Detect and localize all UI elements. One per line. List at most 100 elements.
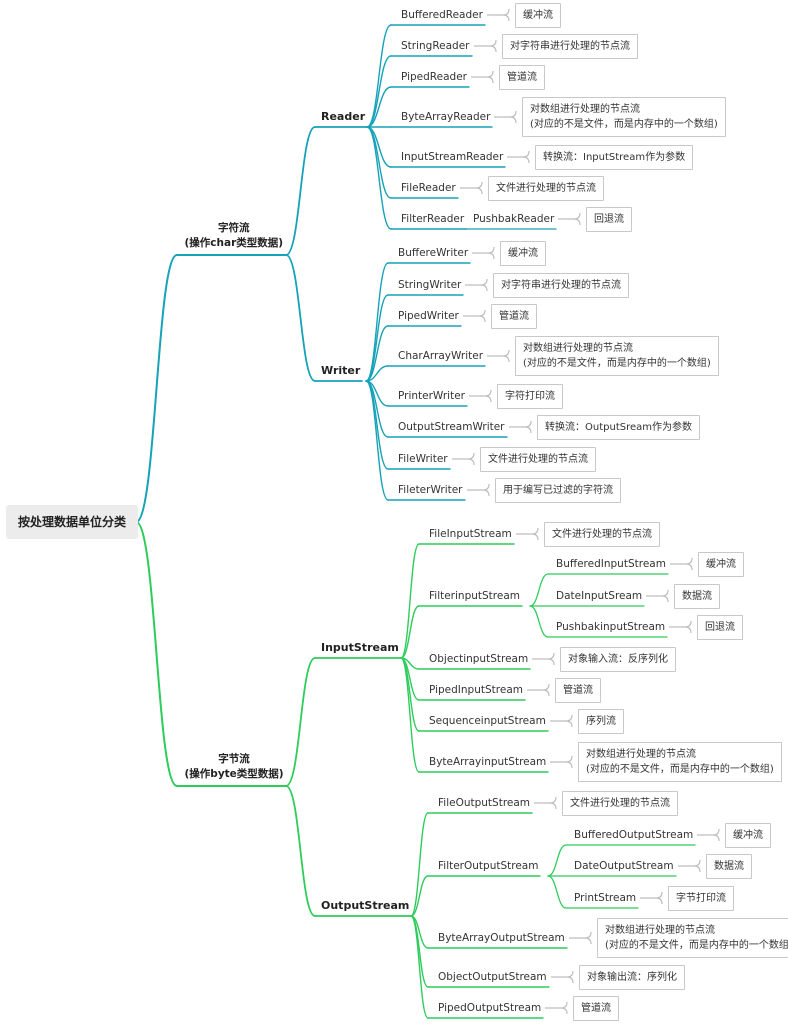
group-outputstream[interactable]: OutputStream [321, 899, 410, 912]
note-line: 管道流 [499, 310, 529, 322]
subitem-outputstream-1-0[interactable]: BufferedOutputStream [574, 829, 694, 841]
group-inputstream[interactable]: InputStream [321, 641, 399, 654]
note-line: 对象输入流：反序列化 [568, 653, 668, 665]
root-node[interactable]: 按处理数据单位分类 [6, 505, 139, 539]
note-line: 序列流 [586, 715, 616, 727]
note-writer-5: 转换流：OutputSream作为参数 [537, 414, 700, 440]
note-line: 对数组进行处理的节点流 [530, 104, 640, 115]
subitem-inputstream-1-2[interactable]: PushbakinputStream [556, 621, 666, 633]
note-line: 缓冲流 [508, 247, 538, 259]
note-line: 文件进行处理的节点流 [552, 528, 652, 540]
note-line: (对应的不是文件，而是内存中的一个数组) [605, 940, 788, 951]
note-outputstream-3: 对象输出流：序列化 [579, 964, 685, 990]
note-writer-0: 缓冲流 [500, 240, 546, 266]
item-reader-4[interactable]: InputStreamReader [401, 151, 504, 163]
note-line: 文件进行处理的节点流 [488, 453, 588, 465]
note-line: 对象输出流：序列化 [587, 971, 677, 983]
note-line: 回退流 [594, 213, 624, 225]
note-line: 转换流：OutputSream作为参数 [545, 421, 692, 433]
note-line: 字符打印流 [505, 390, 555, 402]
note-line: 管道流 [563, 684, 593, 696]
item-inputstream-2[interactable]: ObjectinputStream [429, 653, 529, 665]
note-line: (对应的不是文件，而是内存中的一个数组) [586, 764, 774, 775]
item-inputstream-3[interactable]: PipedInputStream [429, 684, 523, 696]
item-outputstream-4[interactable]: PipedOutputStream [438, 1002, 542, 1014]
note-line: 文件进行处理的节点流 [496, 182, 596, 194]
item-outputstream-1[interactable]: FilterOutputStream [438, 860, 539, 872]
subitem-inputstream-1-0[interactable]: BufferedInputStream [556, 558, 666, 570]
item-inputstream-1[interactable]: FilterinputStream [429, 590, 521, 602]
note-line: 回退流 [705, 621, 735, 633]
note-inputstream-0: 文件进行处理的节点流 [544, 521, 660, 547]
category-title: 字符流 [218, 222, 250, 234]
note-reader-4: 转换流：InputStream作为参数 [535, 144, 694, 170]
category-title: 字节流 [218, 753, 250, 765]
item-reader-2[interactable]: PipedReader [401, 71, 467, 83]
item-reader-6[interactable]: FilterReader [401, 213, 465, 225]
note-line: 缓冲流 [733, 829, 763, 841]
note-outputstream-4: 管道流 [573, 995, 619, 1021]
note-inputstream-4: 序列流 [578, 708, 624, 734]
item-writer-1[interactable]: StringWriter [398, 279, 462, 291]
note-line: 文件进行处理的节点流 [570, 797, 670, 809]
note-reader-1: 对字符串进行处理的节点流 [502, 33, 638, 59]
note-line: 用于编写已过滤的字符流 [503, 484, 613, 496]
item-writer-4[interactable]: PrinterWriter [398, 390, 465, 402]
item-inputstream-0[interactable]: FileInputStream [429, 528, 512, 540]
subitem-outputstream-1-1[interactable]: DateOutputStream [574, 860, 674, 872]
item-reader-0[interactable]: BufferedReader [401, 9, 483, 21]
item-outputstream-0[interactable]: FileOutputStream [438, 797, 531, 809]
note-writer-2: 管道流 [491, 303, 537, 329]
item-outputstream-3[interactable]: ObjectOutputStream [438, 971, 547, 983]
note-line: 缓冲流 [523, 9, 553, 21]
item-reader-1[interactable]: StringReader [401, 40, 470, 52]
note-inputstream-3: 管道流 [555, 677, 601, 703]
note-line: 数据流 [714, 860, 744, 872]
category-subtitle: (操作byte类型数据) [184, 768, 284, 780]
note-writer-1: 对字符串进行处理的节点流 [493, 272, 629, 298]
note-writer-4: 字符打印流 [497, 383, 563, 409]
group-writer[interactable]: Writer [321, 364, 361, 377]
note-line: (对应的不是文件，而是内存中的一个数组) [530, 119, 718, 130]
subitem-inputstream-1-1[interactable]: DateInputSream [556, 590, 643, 602]
note-inputstream-1-0: 缓冲流 [698, 551, 744, 577]
note-reader-6-0: 回退流 [586, 206, 632, 232]
item-inputstream-5[interactable]: ByteArrayinputStream [429, 756, 547, 768]
item-reader-5[interactable]: FileReader [401, 182, 456, 194]
item-reader-3[interactable]: ByteArrayReader [401, 111, 491, 123]
note-inputstream-1-2: 回退流 [697, 614, 743, 640]
item-writer-7[interactable]: FileterWriter [398, 484, 463, 496]
note-outputstream-1-0: 缓冲流 [725, 822, 771, 848]
note-inputstream-2: 对象输入流：反序列化 [560, 646, 676, 672]
item-writer-2[interactable]: PipedWriter [398, 310, 459, 322]
note-line: 管道流 [581, 1002, 611, 1014]
note-line: 对数组进行处理的节点流 [586, 749, 696, 760]
note-inputstream-5: 对数组进行处理的节点流 (对应的不是文件，而是内存中的一个数组) [578, 742, 782, 782]
item-writer-3[interactable]: CharArrayWriter [398, 350, 484, 362]
subitem-outputstream-1-2[interactable]: PrintStream [574, 892, 637, 904]
note-outputstream-2: 对数组进行处理的节点流(对应的不是文件，而是内存中的一个数组) [597, 918, 788, 958]
note-line: 对数组进行处理的节点流 [523, 343, 633, 354]
note-line: 对字符串进行处理的节点流 [501, 279, 621, 291]
note-line: (对应的不是文件，而是内存中的一个数组) [523, 358, 711, 369]
note-reader-2: 管道流 [499, 64, 545, 90]
item-writer-5[interactable]: OutputStreamWriter [398, 421, 505, 433]
note-writer-6: 文件进行处理的节点流 [480, 446, 596, 472]
note-outputstream-0: 文件进行处理的节点流 [562, 790, 678, 816]
group-reader[interactable]: Reader [321, 110, 366, 123]
note-reader-0: 缓冲流 [515, 2, 561, 28]
category-char[interactable]: 字符流 (操作char类型数据) [185, 221, 284, 251]
item-inputstream-4[interactable]: SequenceinputStream [429, 715, 546, 727]
note-line: 缓冲流 [706, 558, 736, 570]
category-subtitle: (操作char类型数据) [184, 237, 284, 249]
item-outputstream-2[interactable]: ByteArrayOutputStream [438, 932, 565, 944]
note-writer-3: 对数组进行处理的节点流 (对应的不是文件，而是内存中的一个数组) [515, 336, 719, 376]
item-writer-6[interactable]: FileWriter [398, 453, 448, 465]
note-line: 对字符串进行处理的节点流 [510, 40, 630, 52]
category-byte[interactable]: 字节流 (操作byte类型数据) [185, 752, 284, 782]
item-writer-0[interactable]: BuffereWriter [398, 247, 469, 259]
subitem-reader-6-0[interactable]: PushbakReader [473, 213, 555, 225]
note-outputstream-1-2: 字节打印流 [668, 885, 734, 911]
